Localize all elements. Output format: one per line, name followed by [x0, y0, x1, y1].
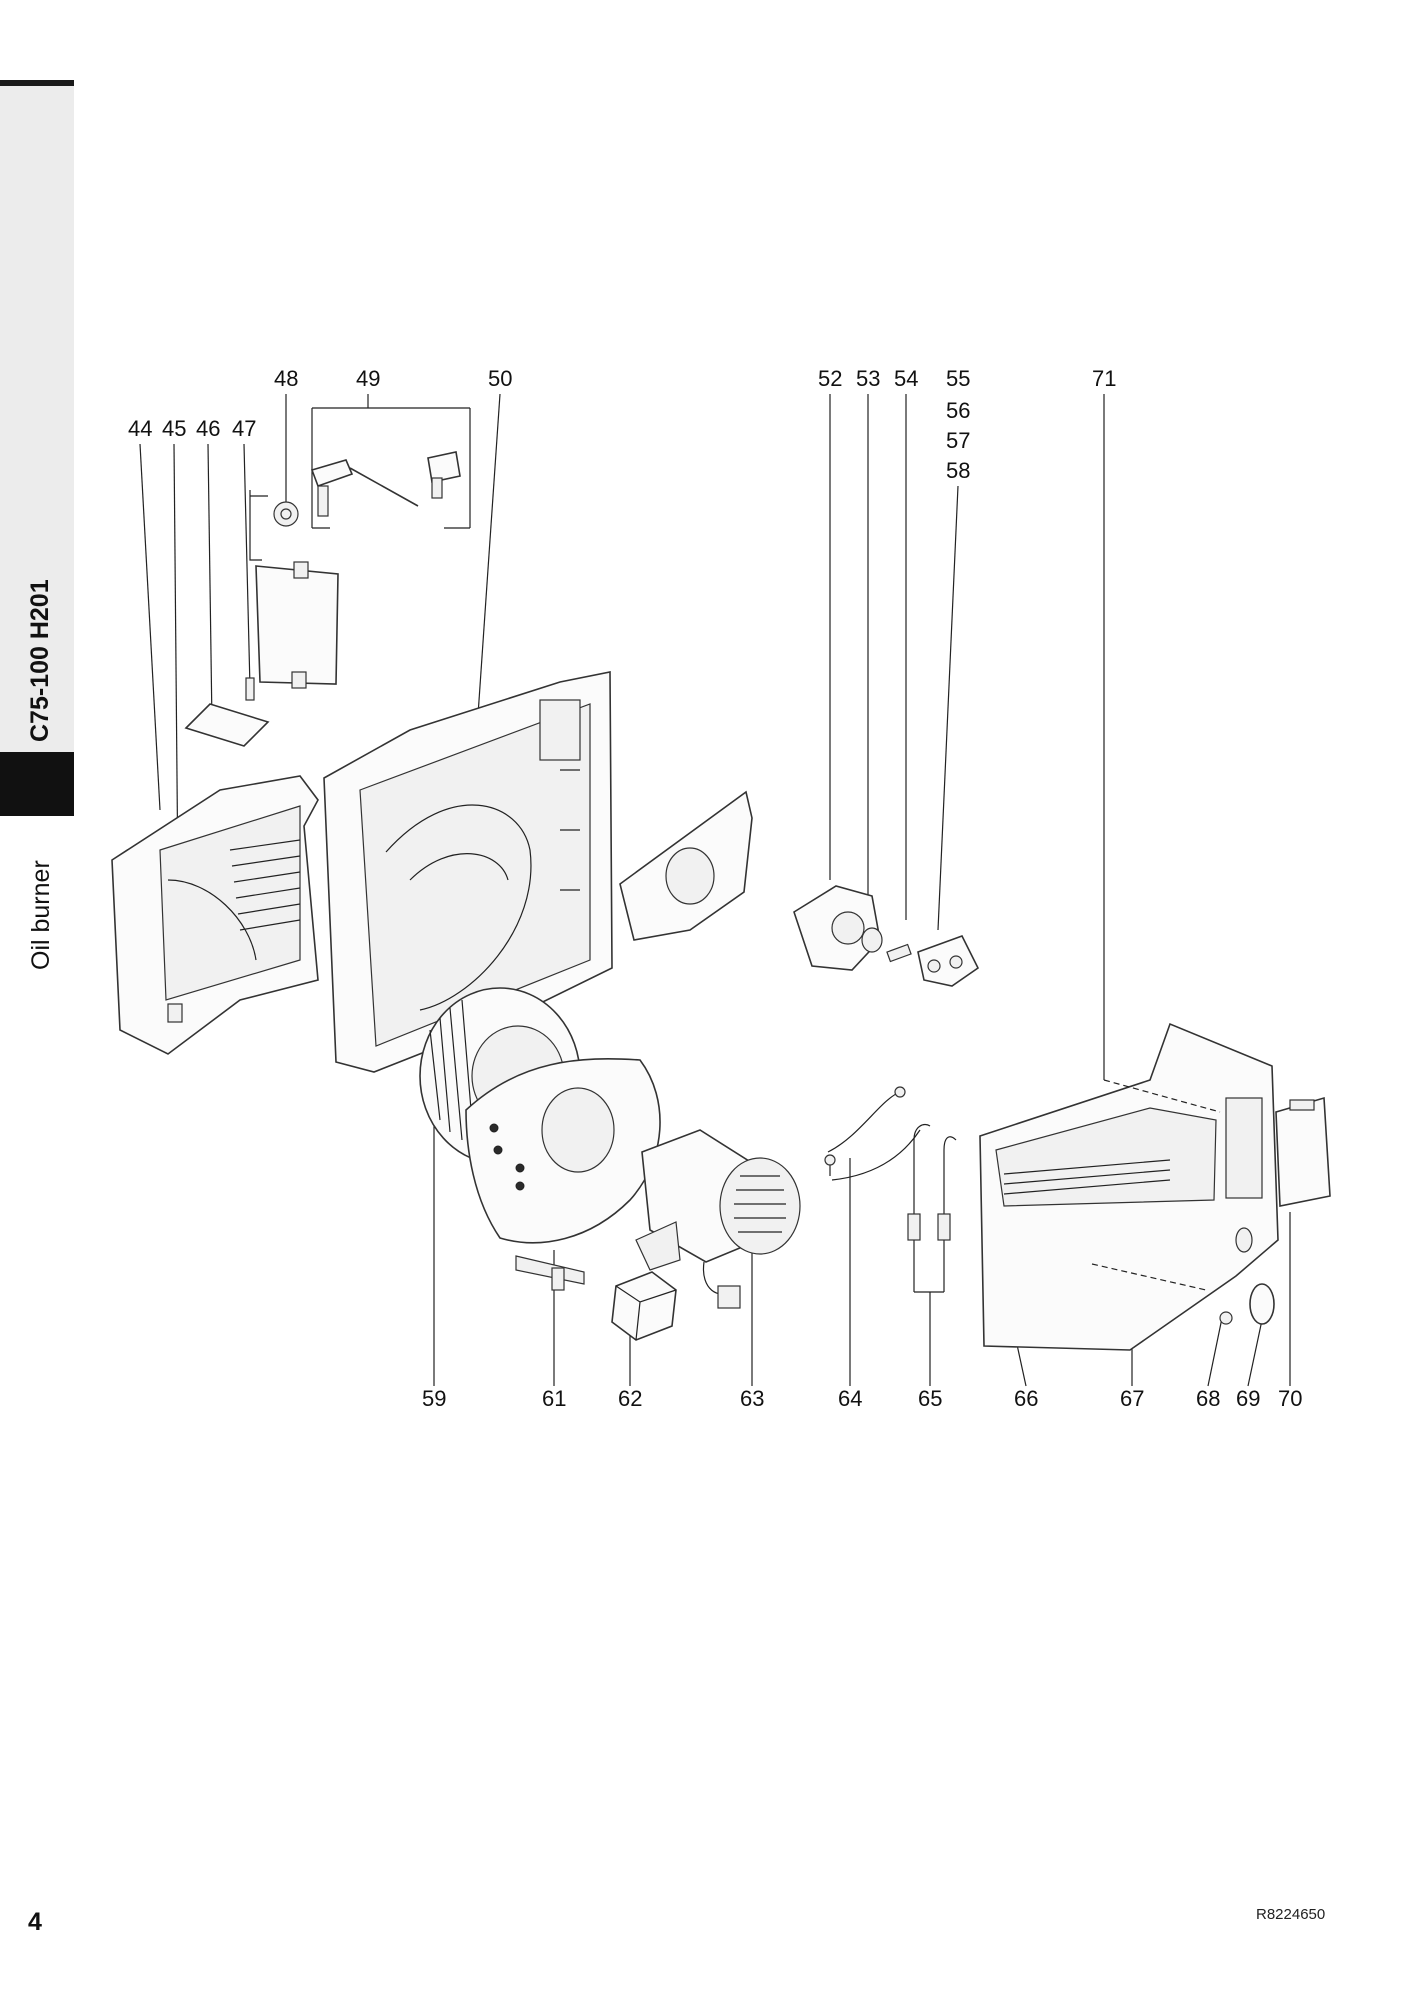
part-cover [979, 1022, 1279, 1351]
part-air-box [111, 775, 319, 1055]
callout-49: 49 [356, 366, 380, 391]
callout-45: 45 [162, 416, 186, 441]
part-cable [824, 1086, 921, 1181]
callout-70: 70 [1278, 1386, 1302, 1411]
part-hoses [907, 1123, 957, 1241]
part-pump [793, 885, 883, 971]
part-linkage [273, 451, 461, 527]
callout-67: 67 [1120, 1386, 1144, 1411]
callout-61: 61 [542, 1386, 566, 1411]
part-motor-plate [465, 1058, 661, 1244]
callout-46: 46 [196, 416, 220, 441]
callout-57: 57 [946, 428, 970, 453]
callout-56: 56 [946, 398, 970, 423]
callout-58: 58 [946, 458, 970, 483]
callout-59: 59 [422, 1386, 446, 1411]
part-fan-housing [323, 671, 613, 1073]
part-transformer [611, 1271, 677, 1341]
sidebar: C75-100 H201 Oil burner [0, 0, 74, 1994]
callout-55: 55 [946, 366, 970, 391]
sidebar-grey-band [0, 86, 74, 752]
leader-lines [139, 393, 1291, 1387]
page-number: 4 [28, 1908, 42, 1936]
callout-71: 71 [1092, 366, 1116, 391]
document-code: R8224650 [1256, 1906, 1326, 1923]
part-screw [1219, 1311, 1233, 1325]
callout-65: 65 [918, 1386, 942, 1411]
callout-69: 69 [1236, 1386, 1260, 1411]
part-coupling [886, 943, 912, 963]
part-damper-plate [255, 561, 339, 689]
part-electrode [515, 1255, 585, 1291]
callout-53: 53 [856, 366, 880, 391]
part-gasket [619, 790, 753, 941]
callout-63: 63 [740, 1386, 764, 1411]
part-cap [1249, 1283, 1275, 1325]
callout-52: 52 [818, 366, 842, 391]
sidebar-top-rule [0, 80, 74, 86]
sidebar-black-block [0, 752, 74, 816]
callout-48: 48 [274, 366, 298, 391]
callout-66: 66 [1014, 1386, 1038, 1411]
part-side-panel [1275, 1096, 1331, 1207]
callouts-top: 44 45 46 47 48 49 50 52 53 54 55 56 57 5… [128, 366, 1116, 483]
callout-47: 47 [232, 416, 256, 441]
callout-64: 64 [838, 1386, 862, 1411]
callout-62: 62 [618, 1386, 642, 1411]
callout-54: 54 [894, 366, 918, 391]
part-valve-block [917, 935, 980, 987]
callouts-bottom: 59 61 62 63 64 65 66 67 68 69 70 [422, 1386, 1302, 1411]
part-flap [184, 677, 270, 747]
callout-68: 68 [1196, 1386, 1220, 1411]
callout-50: 50 [488, 366, 512, 391]
part-motor [635, 1129, 801, 1309]
callout-44: 44 [128, 416, 152, 441]
